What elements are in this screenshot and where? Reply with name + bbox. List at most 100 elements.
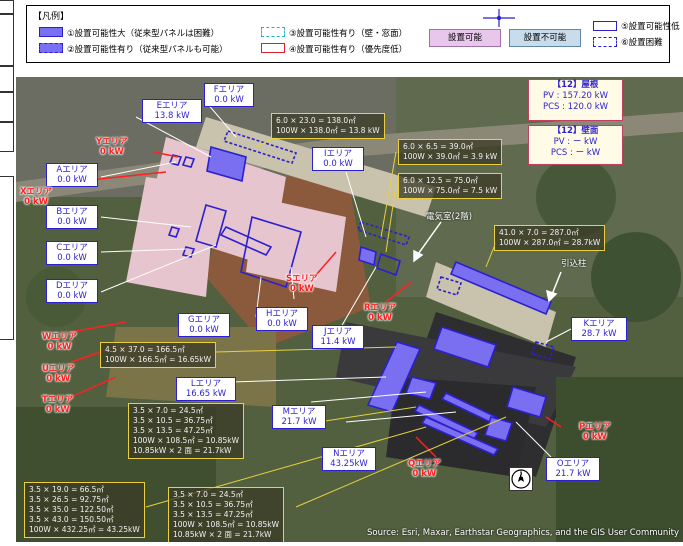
wall-summary-box: 【12】壁面 PV : ー kW PCS : ー kW: [528, 125, 623, 165]
calc-line: 4.5 × 37.0 = 166.5㎡: [105, 345, 185, 354]
red-label-kw: 0 kW: [24, 197, 48, 207]
legend-title: 【凡例】: [33, 12, 70, 22]
area-kw: 43.25kW: [330, 459, 368, 469]
table-cell: [0, 14, 14, 66]
table-cell: [0, 122, 14, 152]
calc-box-e: 6.0 × 23.0 = 138.0㎡ 100W × 138.0㎡ = 13.8…: [271, 113, 385, 139]
red-label-name: Tエリア: [42, 395, 74, 405]
calc-line: 3.5 × 13.5 = 47.25㎡: [173, 510, 253, 519]
area-kw: 0.0 kW: [267, 319, 297, 329]
calc-box-n: 3.5 × 19.0 = 66.5㎡ 3.5 × 26.5 = 92.75㎡ 3…: [24, 482, 145, 538]
calc-line: 10.85kW × 2 面 = 21.7kW: [133, 446, 232, 455]
calc-line: 6.0 × 6.5 = 39.0㎡: [403, 142, 474, 151]
legend-item-5: ⑤設置可能性低: [621, 22, 680, 32]
calc-line: 100W × 75.0㎡ = 7.5 kW: [403, 186, 498, 195]
area-kw: 21.7 kW: [555, 469, 591, 479]
area-kw: 0.0 kW: [57, 291, 87, 301]
calc-line: 6.0 × 23.0 = 138.0㎡: [276, 116, 356, 125]
red-label-kw: 0 kW: [46, 374, 71, 384]
area-kw: 11.4 kW: [320, 337, 356, 347]
calc-box-l: 4.5 × 37.0 = 166.5㎡ 100W × 166.5㎡ = 16.6…: [100, 342, 217, 368]
legend-swatch-6: [593, 37, 617, 47]
wall-summary-pcs: PCS : ー kW: [550, 148, 601, 158]
area-kw: 0.0 kW: [57, 217, 87, 227]
calc-line: 3.5 × 26.5 = 92.75㎡: [29, 495, 109, 504]
legend-swatch-5: [593, 21, 617, 31]
area-name: Lエリア: [190, 379, 222, 389]
legend-item-6: ⑥設置困難: [621, 38, 663, 48]
area-kw: 0.0 kW: [323, 159, 353, 169]
calc-line: 100W × 108.5㎡ = 10.85kW: [133, 436, 240, 445]
calc-line: 3.5 × 7.0 = 24.5㎡: [173, 490, 244, 499]
legend-item-4: ④設置可能性有り（優先度低）: [289, 45, 408, 55]
area-kw: 0.0 kW: [57, 175, 87, 185]
roof-summary-pcs: PCS : 120.0 kW: [542, 102, 609, 112]
roof-summary-pv: PV : 157.20 kW: [543, 91, 608, 101]
red-label-name: Uエリア: [42, 364, 75, 374]
calc-line: 3.5 × 19.0 = 66.5㎡: [29, 485, 104, 494]
calc-line: 6.0 × 12.5 = 75.0㎡: [403, 176, 478, 185]
red-label-name: Yエリア: [96, 137, 128, 147]
area-name: Cエリア: [56, 243, 88, 253]
area-name: Hエリア: [266, 309, 298, 319]
calc-box-i2: 6.0 × 12.5 = 75.0㎡ 100W × 75.0㎡ = 7.5 kW: [398, 173, 503, 199]
svg-text:N: N: [519, 472, 524, 479]
area-name: Gエリア: [187, 315, 221, 325]
red-label-kw: 0 kW: [45, 405, 70, 415]
red-label-kw: 0 kW: [289, 284, 314, 294]
legend-swatch-3: [261, 27, 285, 37]
table-cell: [0, 176, 14, 340]
area-kw: 0.0 kW: [214, 95, 244, 105]
area-name: Oエリア: [556, 459, 590, 469]
calc-line: 100W × 138.0㎡ = 13.8 kW: [276, 126, 380, 135]
calc-box-o: 3.5 × 7.0 = 24.5㎡ 3.5 × 10.5 = 36.75㎡ 3.…: [168, 487, 285, 542]
aerial-photo: [16, 77, 683, 542]
area-name: Nエリア: [333, 449, 365, 459]
calc-box-i1: 6.0 × 6.5 = 39.0㎡ 100W × 39.0㎡ = 3.9 kW: [398, 139, 503, 165]
roof-summary-box: 【12】屋根 PV : 157.20 kW PCS : 120.0 kW: [528, 79, 623, 121]
area-name: Jエリア: [323, 327, 352, 337]
legend-item-2: ②設置可能性有り（従来型パネルも可能）: [67, 45, 228, 55]
red-label-name: Xエリア: [20, 187, 53, 197]
map-source-attribution: Source: Esri, Maxar, Earthstar Geographi…: [366, 528, 679, 538]
red-label-kw: 0 kW: [582, 432, 607, 442]
calc-line: 3.5 × 43.0 = 150.50㎡: [29, 515, 114, 524]
legend: 【凡例】 ①設置可能性大（従来型パネルは困難） ②設置可能性有り（従来型パネルも…: [26, 5, 680, 63]
area-name: Aエリア: [56, 165, 88, 175]
wall-summary-pv: PV : ー kW: [553, 137, 598, 147]
electric-room-label: 電気室(2階): [426, 212, 473, 222]
legend-item-1: ①設置可能性大（従来型パネルは困難）: [67, 29, 220, 39]
area-kw: 16.65 kW: [185, 389, 227, 399]
calc-box-k: 41.0 × 7.0 = 287.0㎡ 100W × 287.0㎡ = 28.7…: [494, 225, 606, 251]
legend-swatch-4: [261, 43, 285, 53]
roof-summary-title: 【12】屋根: [552, 80, 599, 90]
area-kw: 0.0 kW: [57, 253, 87, 263]
area-name: Mエリア: [282, 407, 316, 417]
red-label-name: Rエリア: [364, 303, 397, 313]
legend-pill-installable: 設置可能: [429, 29, 501, 47]
calc-line: 41.0 × 7.0 = 287.0㎡: [499, 228, 579, 237]
